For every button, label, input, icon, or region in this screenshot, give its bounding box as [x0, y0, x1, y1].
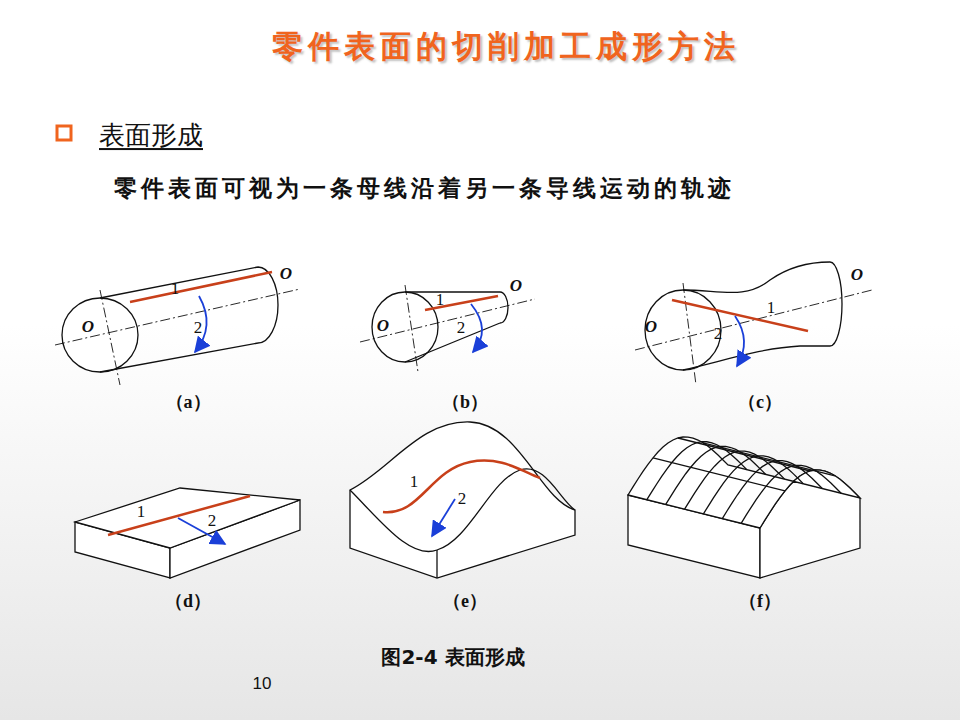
axis-label: O [377, 316, 389, 336]
generatrix-line [130, 272, 272, 302]
callout-number: 2 [458, 489, 467, 509]
generatrix-line [108, 496, 250, 535]
directrix-arrow [178, 518, 225, 544]
figure-label: （c） [738, 392, 782, 413]
figure-label: （b） [442, 392, 488, 413]
axis-label: O [645, 317, 657, 337]
arch-top-surface [628, 437, 860, 528]
callout-number: 1 [137, 502, 146, 522]
axis-label: O [82, 317, 94, 337]
slide-title: 零件表面的切削加工成形方法 [272, 29, 740, 65]
grid-line [678, 438, 810, 471]
wave-block-outline [350, 422, 575, 578]
figure-caption: 图2-4 表面形成 [381, 646, 524, 669]
wave-edge [436, 550, 437, 578]
callout-number: 1 [767, 298, 776, 318]
body-text: 零件表面可视为一条母线沿着另一条导线运动的轨迹 [114, 175, 735, 201]
bullet [57, 126, 71, 140]
figure-label: （d） [165, 591, 211, 612]
axis-line [55, 289, 300, 385]
cylinder-body [100, 267, 278, 372]
cylinder-end [62, 298, 138, 372]
figure-label: （a） [166, 392, 211, 413]
section-heading: 表面形成 [99, 121, 203, 151]
callout-number: 2 [457, 318, 466, 338]
figure-c [635, 262, 872, 385]
figure-b [360, 285, 535, 372]
directrix-arrow [471, 304, 482, 352]
generatrix-curve [383, 461, 540, 513]
callout-number: 2 [208, 511, 217, 531]
callout-number: 1 [410, 472, 419, 492]
figure-a [55, 267, 300, 385]
cone-end [372, 292, 438, 362]
callout-number: 2 [194, 318, 203, 338]
axis-line [360, 285, 535, 372]
figure-label: （e） [443, 591, 487, 612]
figure-e [350, 422, 575, 578]
callout-number: 2 [714, 324, 723, 344]
axis-label: O [851, 265, 863, 285]
page-number: 10 [253, 674, 272, 694]
hyperboloid-body [683, 262, 842, 370]
slab-top-face [75, 488, 300, 548]
grid-line [653, 458, 785, 491]
axis-label: O [280, 264, 292, 284]
figure-f [628, 437, 860, 578]
axis-label: O [510, 276, 522, 296]
directrix-arrow [432, 499, 455, 536]
directrix-arrow [735, 316, 744, 366]
figure-d [75, 488, 300, 578]
callout-number: 1 [436, 290, 445, 310]
figure-label: （f） [739, 591, 781, 612]
wave-front-edge [350, 469, 575, 552]
grid-line [703, 443, 835, 476]
callout-number: 1 [171, 279, 180, 299]
axis-line [635, 283, 872, 385]
